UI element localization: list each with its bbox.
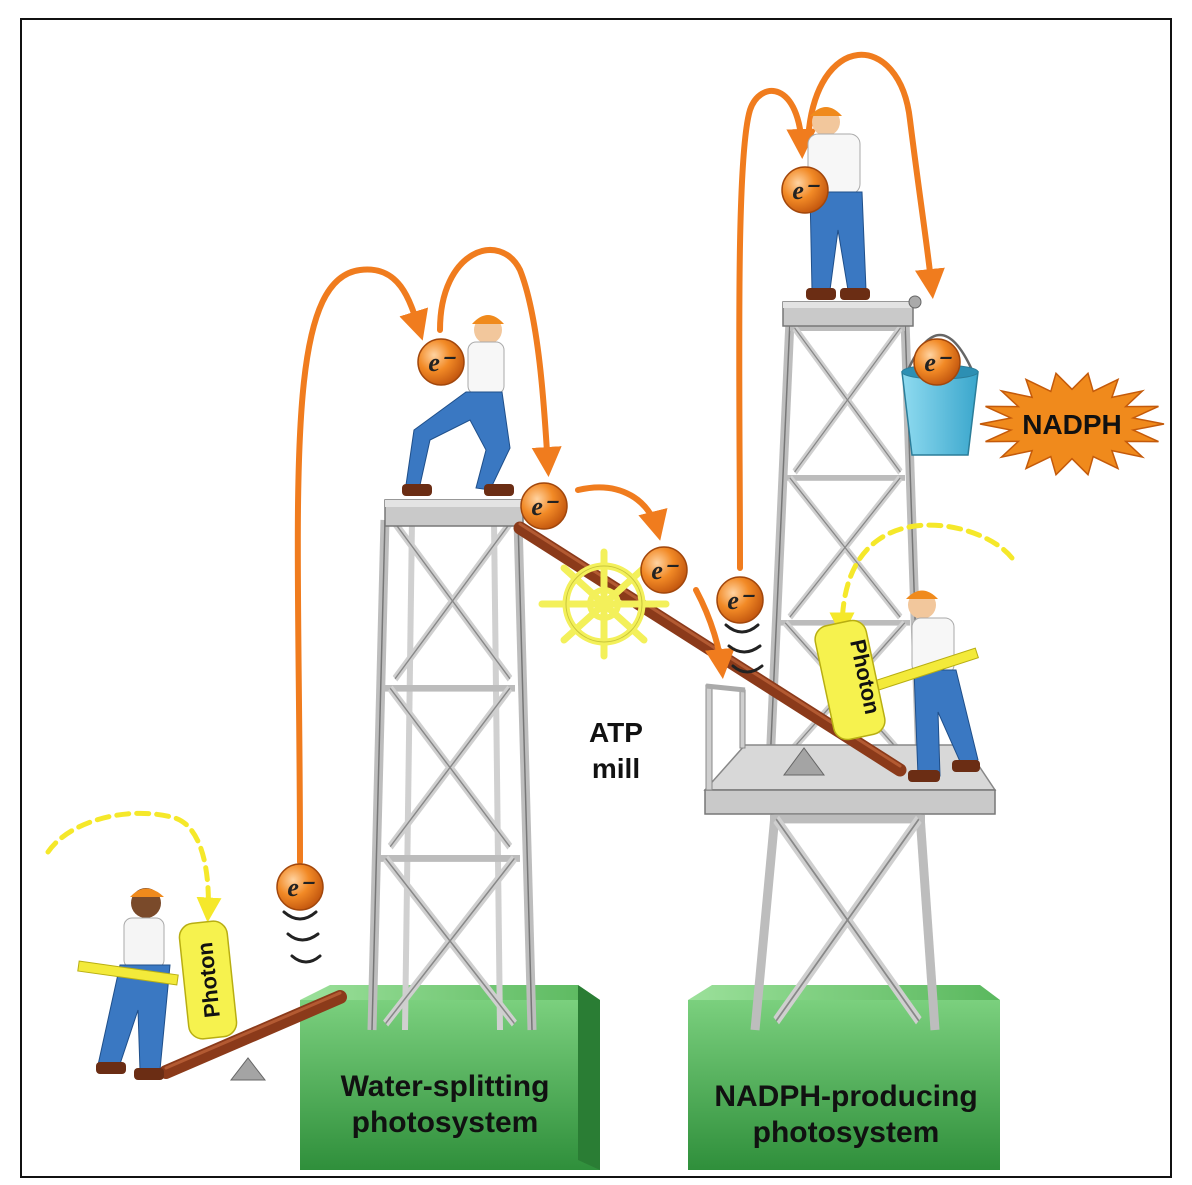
electron-symbol: e⁻: [287, 873, 315, 902]
arrow-left-jump: [294, 266, 429, 865]
electron-tokens: e⁻ e⁻ e⁻ e⁻ e⁻ e⁻ e⁻: [276, 166, 961, 911]
electron-in-bucket: e⁻: [913, 338, 961, 386]
arrow-top-right-hop: [805, 51, 945, 299]
arrow-top-left-hop: [437, 247, 562, 477]
base-right-label-line1: NADPH-producing: [714, 1080, 977, 1113]
atp-mill-label-line1: ATP: [589, 717, 643, 748]
worker-right-hammer: Photon: [814, 590, 980, 782]
electron-top-left-tower: e⁻: [417, 338, 465, 386]
electron-top-right: e⁻: [781, 166, 829, 214]
electron-right-bounce: e⁻: [716, 576, 764, 624]
water-splitting-base: [300, 985, 600, 1170]
figure-border: [20, 18, 1172, 1178]
electron-symbol: e⁻: [792, 176, 820, 205]
atp-mill-label-line2: mill: [592, 753, 640, 784]
worker-bottom-left: Photon: [77, 888, 238, 1080]
photon-arrow-right: [829, 522, 1015, 638]
electron-bottom-left: e⁻: [276, 863, 324, 911]
base-left-label-line2: photosystem: [352, 1106, 539, 1139]
worker-top-left-tower: [402, 315, 514, 496]
arrow-mill-down: [693, 587, 735, 679]
photon-arrow-left: [45, 810, 222, 923]
atp-mill-wheel: [538, 548, 670, 660]
electron-path-arrows: [294, 51, 945, 865]
electron-symbol: e⁻: [531, 492, 559, 521]
nadph-burst: NADPH: [979, 371, 1165, 477]
base-right-label-line2: photosystem: [753, 1116, 940, 1149]
electron-symbol: e⁻: [428, 348, 456, 377]
left-tower: [367, 499, 537, 1031]
arrow-right-jump: [736, 88, 817, 571]
electron-tower-edge: e⁻: [520, 482, 568, 530]
base-left-label-line1: Water-splitting: [341, 1070, 550, 1103]
electron-symbol: e⁻: [727, 586, 755, 615]
left-seesaw: [159, 990, 347, 1081]
bounce-waves: [282, 623, 764, 964]
electron-symbol: e⁻: [924, 348, 952, 377]
arrow-to-mill: [575, 484, 668, 541]
photon-arrows: [45, 522, 1015, 923]
electron-symbol: e⁻: [651, 556, 679, 585]
nadph-producing-base: [688, 985, 1000, 1170]
electron-at-mill: e⁻: [640, 546, 688, 594]
nadph-burst-label: NADPH: [1022, 409, 1122, 440]
